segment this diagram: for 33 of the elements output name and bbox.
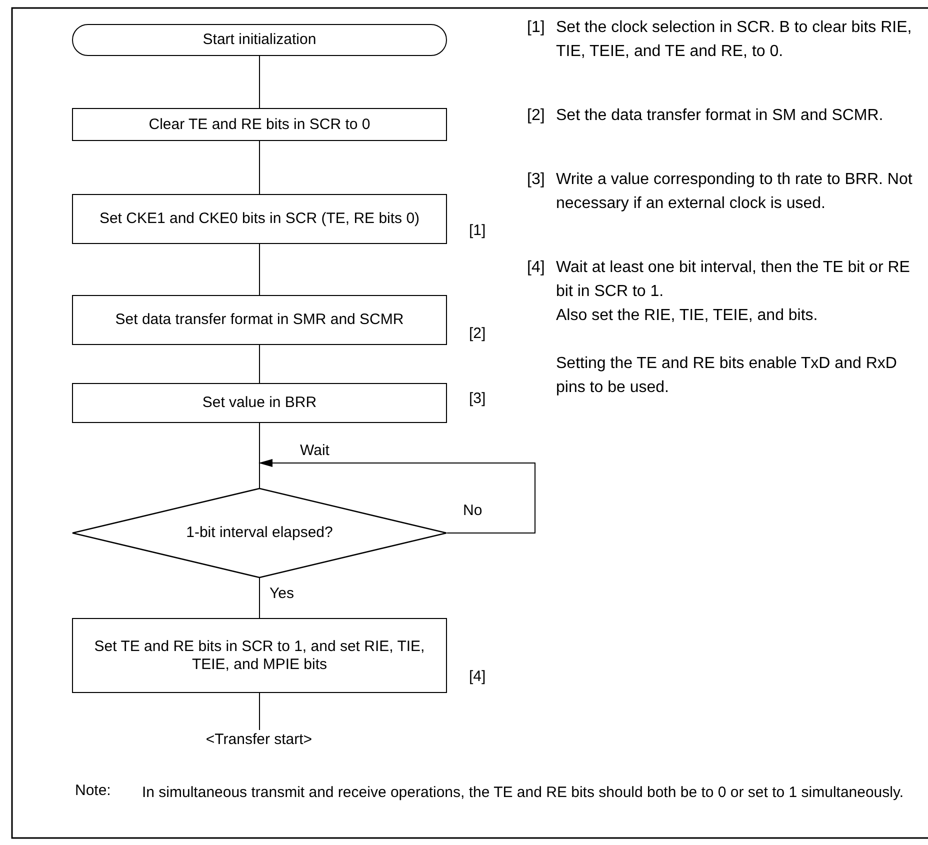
step-number: [1] [469,222,486,240]
decision-diamond: 1-bit interval elapsed? [72,488,447,578]
terminal-shape: Start initialization [72,24,447,56]
loop-label: Wait [300,442,330,460]
note-number: [4] [527,258,545,278]
step-number: [2] [469,325,486,343]
flow-line [259,578,260,618]
note-text: Wait at least one bit interval, then the TE bit or RE bit in SCR to 1. [556,258,911,302]
flow-line [259,140,260,194]
flow-line [259,56,260,108]
process-box: Set TE and RE bits in SCR to 1, and set RIE, TIE, TEIE, and MPIE bits [72,618,447,693]
process-box: Set data transfer format in SMR and SCMR [72,295,447,345]
note-number: [2] [527,106,545,126]
note-text: Setting the TE and RE bits enable TxD and RxD pins to be used. [556,354,898,398]
flow-line [258,459,536,534]
flow-line [259,344,260,384]
note-text: Write a value corresponding to th rate to BRR. Not necessary if an external clock is used. [556,170,914,214]
note-heading: Note: [75,782,111,800]
flow-line [259,692,260,730]
flow-line [259,244,260,296]
note-number: [3] [527,170,545,190]
step-number: [4] [469,668,486,686]
process-box: Set value in BRR [72,383,447,423]
step-number: [3] [469,390,486,408]
process-box: Clear TE and RE bits in SCR to 0 [72,108,447,141]
end-label: <Transfer start> [174,730,344,750]
process-box: Set CKE1 and CKE0 bits in SCR (TE, RE bits 0) [72,194,447,244]
note-text: Set the data transfer format in SM and SCMR. [556,106,884,126]
flow-line [259,422,260,488]
note-text: Also set the RIE, TIE, TEIE, and bits. [556,306,819,326]
footnote-text: In simultaneous transmit and receive operations, the TE and RE bits should both be to 0 or set to 1 simultaneously. [142,783,905,803]
note-text: Set the clock selection in SCR. B to clear bits RIE, TIE, TEIE, and TE and RE, to 0. [556,18,913,62]
note-number: [1] [527,18,545,38]
